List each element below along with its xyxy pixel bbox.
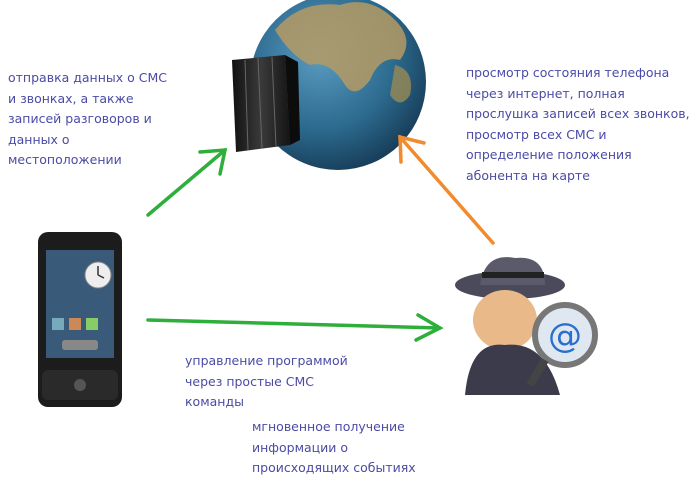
arrow-phone-to-server <box>146 148 228 217</box>
label-instant-info: мгновенное получение информации о происх… <box>252 417 416 479</box>
label-data-sending: отправка данных о СМС и звонках, а также… <box>8 68 167 171</box>
label-line: определение положения <box>466 147 632 162</box>
label-line: записей разговоров и <box>8 111 152 126</box>
server-rack-icon <box>232 55 300 152</box>
label-line: через простые СМС <box>185 373 315 389</box>
label-line: отправка данных о СМС <box>8 70 167 85</box>
label-line: данных о <box>8 131 70 147</box>
label-line: абонента на карте <box>466 167 590 183</box>
svg-text:@: @ <box>548 316 582 356</box>
label-sms-control: управление программой через простые СМС … <box>185 351 348 413</box>
label-line: управление программой <box>185 353 348 368</box>
label-remote-monitoring: просмотр состояния телефона через интерн… <box>466 63 690 186</box>
label-line: происходящих событиях <box>252 460 416 475</box>
smartphone-icon <box>38 232 122 407</box>
label-line: местоположении <box>8 152 122 167</box>
spy-with-magnifier-icon: @ <box>455 257 598 395</box>
label-line: просмотр состояния телефона <box>466 65 670 80</box>
arrow-spy-to-server <box>398 134 495 245</box>
label-line: через интернет, полная <box>466 85 625 101</box>
label-line: прослушка записей всех звонков, <box>466 106 690 121</box>
label-line: мгновенное получение <box>252 419 405 434</box>
label-line: и звонках, а также <box>8 90 134 106</box>
label-line: информации о <box>252 439 349 455</box>
arrow-phone-to-spy <box>146 313 444 342</box>
label-line: команды <box>185 394 244 409</box>
label-line: просмотр всех СМС и <box>466 126 607 142</box>
